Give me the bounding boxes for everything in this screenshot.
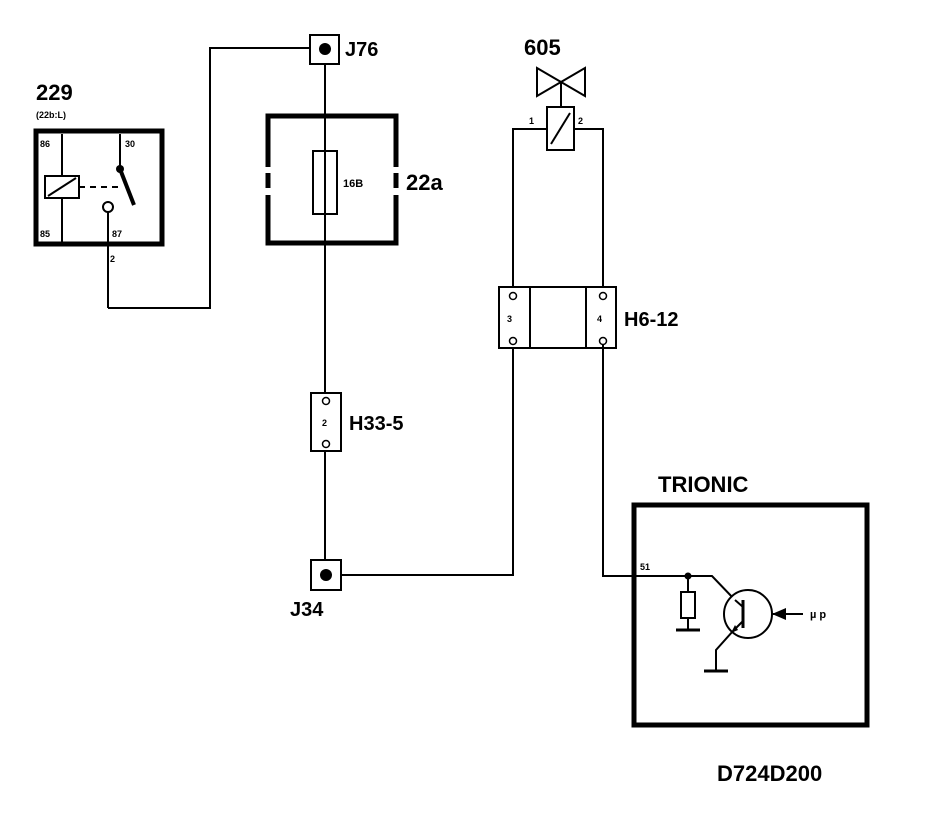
wire-relay-to-j76 — [108, 47, 310, 309]
valve-symbol-right — [559, 66, 586, 98]
fuse-value-label: 16B — [343, 178, 363, 190]
connector-h6-label: H6-12 — [624, 309, 678, 331]
wire-h6-pin4-to-trionic — [602, 345, 688, 577]
relay-wire-pin: 2 — [110, 254, 115, 264]
diagram-code: D724D200 — [717, 761, 822, 786]
fuse-box-label: 22a — [406, 170, 443, 195]
connector-h33-5: 2 H33-5 — [310, 392, 403, 452]
ecu-housing — [631, 502, 870, 728]
relay-pin-87: 87 — [112, 229, 122, 239]
fuse-box-22a: 16B 22a — [263, 113, 443, 246]
ecu-resistor — [680, 591, 696, 619]
valve-symbol-left — [536, 66, 563, 98]
relay-contact-87 — [102, 201, 114, 213]
relay-sub-label: (22b:L) — [36, 110, 66, 120]
connector-h33-pin: 2 — [322, 418, 327, 428]
wire-j34-to-h6-pin3 — [341, 345, 514, 576]
ecu-trionic: TRIONIC 51 µ p — [631, 472, 870, 728]
connector-h6-12: 3 4 H6-12 — [498, 286, 678, 349]
relay-housing — [33, 128, 165, 247]
valve-605: 605 1 2 — [512, 35, 604, 290]
valve-pin-2: 2 — [578, 116, 583, 126]
valve-id-label: 605 — [524, 35, 561, 60]
connector-h6-pin-3: 3 — [507, 314, 512, 324]
junction-j34-label: J34 — [290, 599, 324, 621]
relay-switch-arm — [118, 168, 136, 206]
relay-id-label: 229 — [36, 80, 73, 105]
relay-pin-30: 30 — [125, 139, 135, 149]
relay-pin-85: 85 — [40, 229, 50, 239]
ecu-transistor — [723, 589, 773, 639]
junction-j76-label: J76 — [345, 39, 378, 61]
junction-j76: J76 — [309, 34, 378, 65]
ecu-title: TRIONIC — [658, 472, 749, 497]
ecu-input-arrow — [772, 608, 786, 620]
relay-229: 229 (22b:L) 86 30 85 87 2 — [33, 80, 165, 308]
connector-h6-pin-4: 4 — [597, 314, 602, 324]
relay-pin-86: 86 — [40, 139, 50, 149]
ecu-pin-51: 51 — [640, 562, 650, 572]
ecu-signal-label: µ p — [810, 609, 826, 621]
valve-pin-1: 1 — [529, 116, 534, 126]
junction-j34: J34 — [290, 559, 342, 621]
connector-h33-label: H33-5 — [349, 413, 403, 435]
